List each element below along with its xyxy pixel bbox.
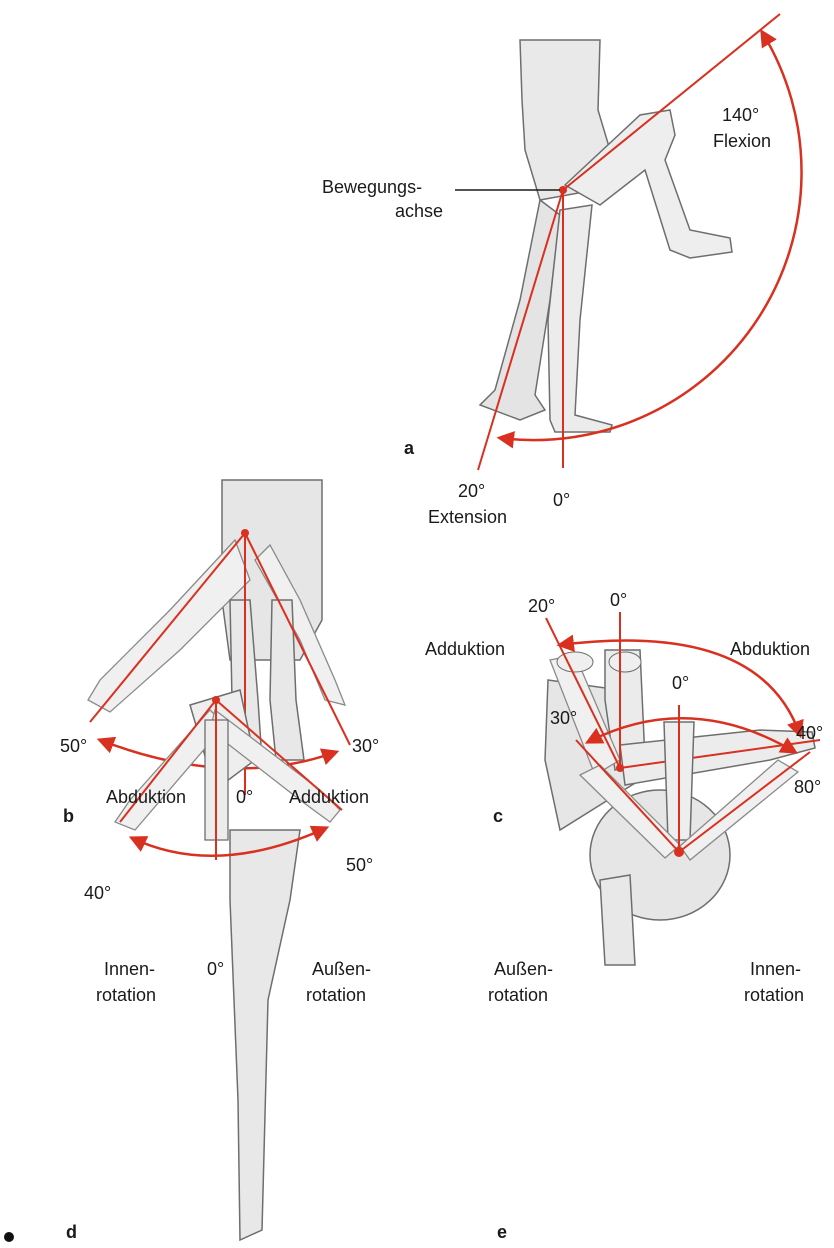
panel-b-right-label: Adduktion xyxy=(289,786,369,808)
panel-b-left-label: Abduktion xyxy=(106,786,186,808)
panel-c-foot-1 xyxy=(557,652,593,672)
panel-d-right-label-1: Außen- xyxy=(312,958,371,980)
panel-d-left-label-2: rotation xyxy=(96,984,156,1006)
panel-d-letter: d xyxy=(66,1222,77,1243)
panel-a-axis-label-2: achse xyxy=(395,200,443,222)
panel-a-standing-leg xyxy=(548,205,612,432)
panel-a-back-leg xyxy=(480,200,560,420)
panel-e-left-degree: 30° xyxy=(550,707,577,729)
panel-b-letter: b xyxy=(63,806,74,827)
panel-d-axis-point xyxy=(212,696,220,704)
panel-a-flexion-degree: 140° xyxy=(722,104,759,126)
panel-a-illustration xyxy=(455,14,802,470)
panel-d-zero: 0° xyxy=(207,958,224,980)
panel-c-letter: c xyxy=(493,806,503,827)
panel-c-abduction-degree: 80° xyxy=(794,776,821,798)
panel-a-extension-label: Extension xyxy=(428,506,507,528)
panel-e-right-label-1: Innen- xyxy=(750,958,801,980)
panel-c-adduction-degree: 20° xyxy=(528,595,555,617)
panel-e-axis-point xyxy=(674,847,684,857)
panel-e-letter: e xyxy=(497,1222,507,1243)
panel-b-right-degree: 30° xyxy=(352,735,379,757)
panel-e-right-degree: 40° xyxy=(796,722,823,744)
panel-a-axis-point xyxy=(559,186,567,194)
panel-e-left-label-2: rotation xyxy=(488,984,548,1006)
panel-e-right-label-2: rotation xyxy=(744,984,804,1006)
panel-b-axis-point xyxy=(241,529,249,537)
panel-e-zero: 0° xyxy=(672,672,689,694)
panel-e-left-label-1: Außen- xyxy=(494,958,553,980)
panel-d-right-degree: 50° xyxy=(346,854,373,876)
panel-d-left-degree: 40° xyxy=(84,882,111,904)
panel-a-axis-label-1: Bewegungs- xyxy=(322,176,422,198)
panel-b-zero: 0° xyxy=(236,786,253,808)
panel-c-abduction-label: Abduktion xyxy=(730,638,810,660)
panel-c-axis-point xyxy=(616,764,624,772)
panel-a-zero: 0° xyxy=(553,489,570,511)
panel-e-other-foot xyxy=(600,875,635,965)
panel-a-letter: a xyxy=(404,438,414,459)
panel-b-left-degree: 50° xyxy=(60,735,87,757)
panel-c-zero: 0° xyxy=(610,589,627,611)
panel-c-adduction-label: Adduktion xyxy=(425,638,505,660)
panel-a-extension-degree: 20° xyxy=(458,480,485,502)
panel-d-left-label-1: Innen- xyxy=(104,958,155,980)
panel-a-flexion-label: Flexion xyxy=(713,130,771,152)
panel-c-foot-2 xyxy=(609,652,641,672)
panel-d-standing-leg xyxy=(230,830,300,1240)
panel-d-right-label-2: rotation xyxy=(306,984,366,1006)
panel-b-abduction-line xyxy=(90,533,245,722)
bullet-marker xyxy=(4,1232,14,1242)
